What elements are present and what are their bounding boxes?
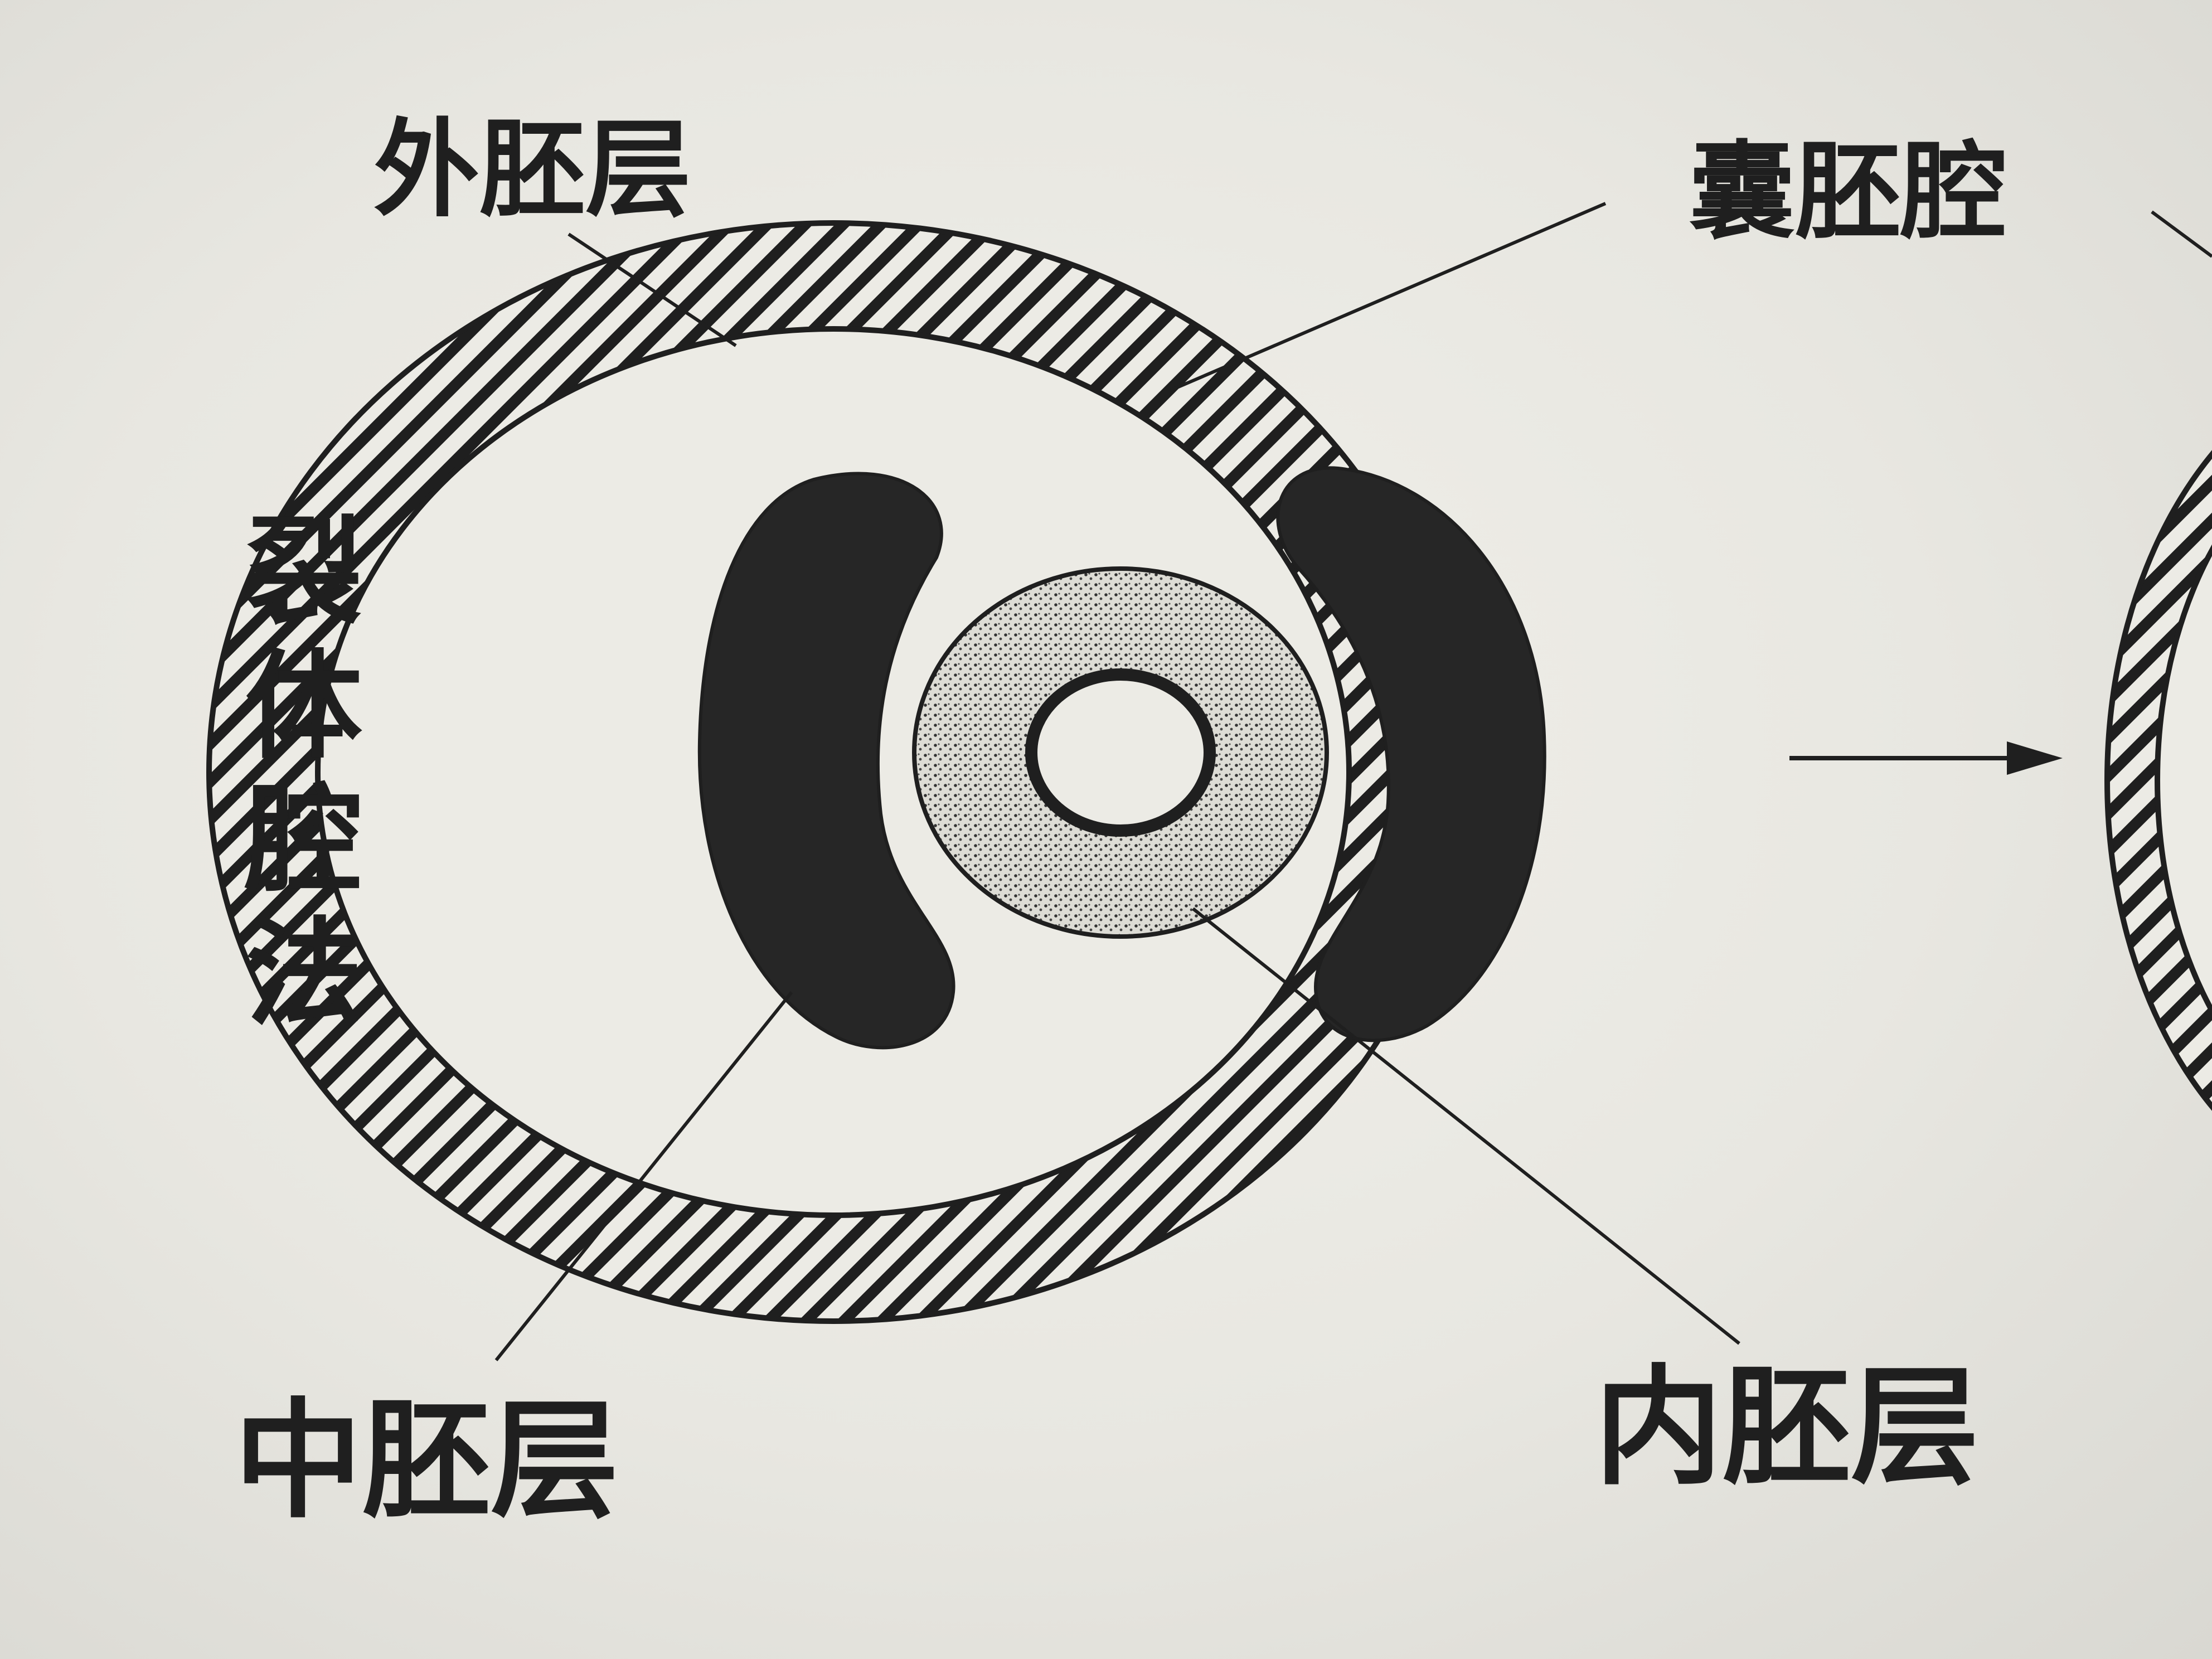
mesoderm-label: 中胚层 (234, 1387, 619, 1536)
leader-lines (494, 202, 1740, 1361)
blastocoel-label: 囊胚腔 (1689, 130, 2007, 254)
ectoderm-label: 外胚层 (373, 108, 691, 231)
endoderm-label: 内胚层 (1594, 1354, 1979, 1502)
right-arrow (1789, 741, 2063, 775)
blastocoel-leader-line (1170, 202, 1607, 392)
endoderm-ring (912, 566, 1329, 939)
mesoderm-right-blob (1276, 466, 1546, 1042)
endoderm-leader-line (1192, 907, 1740, 1345)
next-stage-partial-figure (2104, 210, 2212, 1111)
ectoderm-leader-line (567, 232, 737, 347)
schizocoely-method-label: 裂体腔法 (244, 505, 362, 1042)
mesoderm-left-blob (697, 472, 955, 1050)
mesoderm-leader-line (494, 991, 793, 1361)
